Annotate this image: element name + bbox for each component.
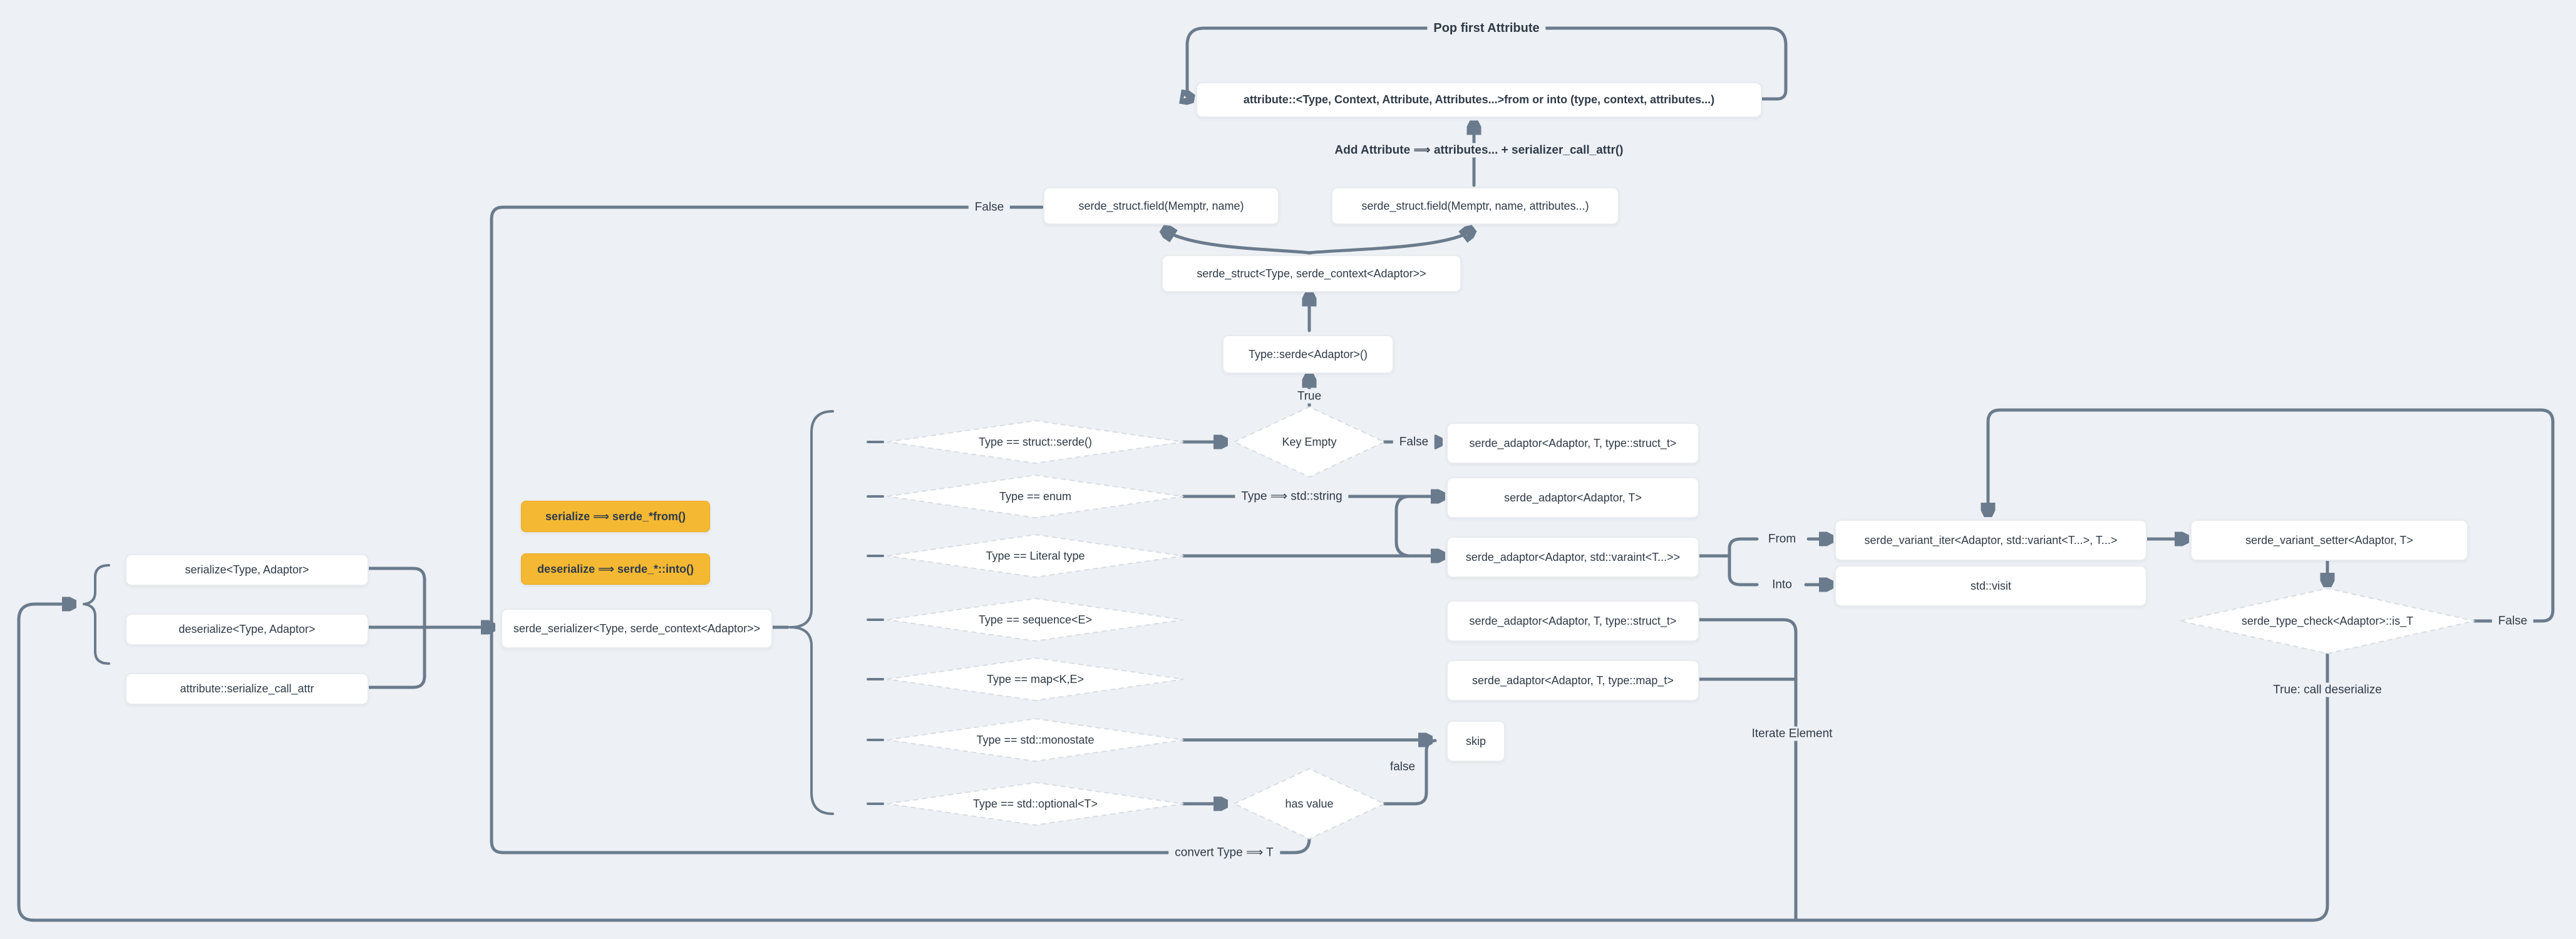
node-label: serde_variant_setter<Adaptor, T> <box>2245 533 2413 546</box>
node-label: attribute::<Type, Context, Attribute, At… <box>1243 93 1715 106</box>
edge-label-false-has-value: false <box>1383 759 1422 774</box>
decision-label: Type == sequence<E> <box>978 613 1093 626</box>
node-label: serde_struct.field(Memptr, name, attribu… <box>1361 199 1589 212</box>
edge-label-false-key-empty: False <box>1393 434 1435 449</box>
node-label: deserialize<Type, Adaptor> <box>178 623 316 635</box>
badge-deserialize-mapping: deserialize ⟹ serde_*::into() <box>521 553 710 585</box>
node-serde-adaptor-generic: serde_adaptor<Adaptor, T> <box>1446 477 1699 518</box>
edge-label-true-key-empty: True <box>1291 389 1328 404</box>
node-serde-adaptor-map: serde_adaptor<Adaptor, T, type::map_t> <box>1446 660 1699 701</box>
decision-type-optional: Type == std::optional<T> <box>887 782 1183 825</box>
decision-label: Key Empty <box>1282 435 1337 448</box>
node-serde-adaptor-sequence: serde_adaptor<Adaptor, T, type::struct_t… <box>1446 600 1699 642</box>
node-serde-variant-setter: serde_variant_setter<Adaptor, T> <box>2190 520 2468 561</box>
node-label: skip <box>1465 734 1486 747</box>
node-label: serde_struct<Type, serde_context<Adaptor… <box>1197 267 1426 280</box>
edge-label-pop-first-attribute: Pop first Attribute <box>1427 21 1546 36</box>
edge-label-convert-type: convert Type ⟹ T <box>1168 845 1280 860</box>
decision-type-map: Type == map<K,E> <box>887 658 1183 700</box>
node-label: serde_struct.field(Memptr, name) <box>1078 199 1244 212</box>
badge-serialize-mapping: serialize ⟹ serde_*from() <box>521 501 710 532</box>
node-label: serde_adaptor<Adaptor, T> <box>1504 491 1642 504</box>
node-serde-struct-field: serde_struct.field(Memptr, name) <box>1043 187 1279 225</box>
node-serde-adaptor-struct: serde_adaptor<Adaptor, T, type::struct_t… <box>1446 423 1699 464</box>
node-serde-serializer: serde_serializer<Type, serde_context<Ada… <box>501 608 773 649</box>
node-std-visit: std::visit <box>1835 565 2147 607</box>
edge-label-add-attribute: Add Attribute ⟹ attributes... + serializ… <box>1328 143 1630 158</box>
decision-type-literal: Type == Literal type <box>887 535 1183 577</box>
node-label: serde_adaptor<Adaptor, T, type::struct_t… <box>1469 614 1677 627</box>
edge-label-from: From <box>1761 531 1803 546</box>
node-serde-struct-field-attributes: serde_struct.field(Memptr, name, attribu… <box>1331 187 1619 225</box>
node-serde-struct: serde_struct<Type, serde_context<Adaptor… <box>1162 255 1461 292</box>
decision-type-struct-serde: Type == struct::serde() <box>887 421 1183 463</box>
node-attribute-serialize-call-attr: attribute::serialize_call_attr <box>125 673 369 705</box>
edge-label-true-call-deserialize: True: call deserialize <box>2267 682 2388 697</box>
node-deserialize-entry: deserialize<Type, Adaptor> <box>125 613 369 645</box>
decision-type-enum: Type == enum <box>887 475 1183 518</box>
edge-label-type-to-string: Type ⟹ std::string <box>1235 489 1349 504</box>
decision-type-monostate: Type == std::monostate <box>887 719 1183 761</box>
node-label: serde_adaptor<Adaptor, T, type::struct_t… <box>1469 436 1677 449</box>
node-label: serde_serializer<Type, serde_context<Ada… <box>513 622 761 635</box>
edge-label-iterate-element: Iterate Element <box>1745 726 1839 741</box>
node-type-serde: Type::serde<Adaptor>() <box>1222 335 1394 374</box>
decision-serde-type-check: serde_type_check<Adaptor>::is_T <box>2180 588 2475 654</box>
node-label: Type::serde<Adaptor>() <box>1248 347 1368 361</box>
node-label: attribute::serialize_call_attr <box>180 682 314 695</box>
node-serde-adaptor-variant: serde_adaptor<Adaptor, std::varaint<T...… <box>1446 536 1699 578</box>
node-serialize-entry: serialize<Type, Adaptor> <box>125 554 369 586</box>
node-label: serde_variant_iter<Adaptor, std::variant… <box>1864 533 2118 546</box>
node-label: serialize<Type, Adaptor> <box>185 563 309 576</box>
decision-type-sequence: Type == sequence<E> <box>887 598 1183 641</box>
decision-label: Type == std::monostate <box>976 733 1095 746</box>
decision-label: Type == map<K,E> <box>986 672 1084 685</box>
decision-label: serde_type_check<Adaptor>::is_T <box>2241 614 2414 627</box>
node-label: std::visit <box>1970 579 2011 592</box>
decision-label: Type == enum <box>999 490 1072 503</box>
node-attribute-from-into: attribute::<Type, Context, Attribute, At… <box>1196 82 1762 118</box>
decision-key-empty: Key Empty <box>1234 407 1384 477</box>
node-skip: skip <box>1446 721 1505 762</box>
badge-label: deserialize ⟹ serde_*::into() <box>537 562 694 575</box>
node-label: serde_adaptor<Adaptor, std::varaint<T...… <box>1465 550 1681 563</box>
edge-label-into: Into <box>1766 577 1798 592</box>
decision-label: Type == struct::serde() <box>978 435 1093 448</box>
decision-label: Type == Literal type <box>986 549 1085 562</box>
edge-label-false-field: False <box>968 200 1011 215</box>
decision-label: Type == std::optional<T> <box>972 797 1098 810</box>
badge-label: serialize ⟹ serde_*from() <box>545 510 686 523</box>
node-label: serde_adaptor<Adaptor, T, type::map_t> <box>1472 674 1674 687</box>
edge-label-false-type-check: False <box>2491 613 2534 629</box>
decision-label: has value <box>1285 797 1334 810</box>
node-serde-variant-iter: serde_variant_iter<Adaptor, std::variant… <box>1835 520 2147 561</box>
decision-has-value: has value <box>1234 769 1384 839</box>
